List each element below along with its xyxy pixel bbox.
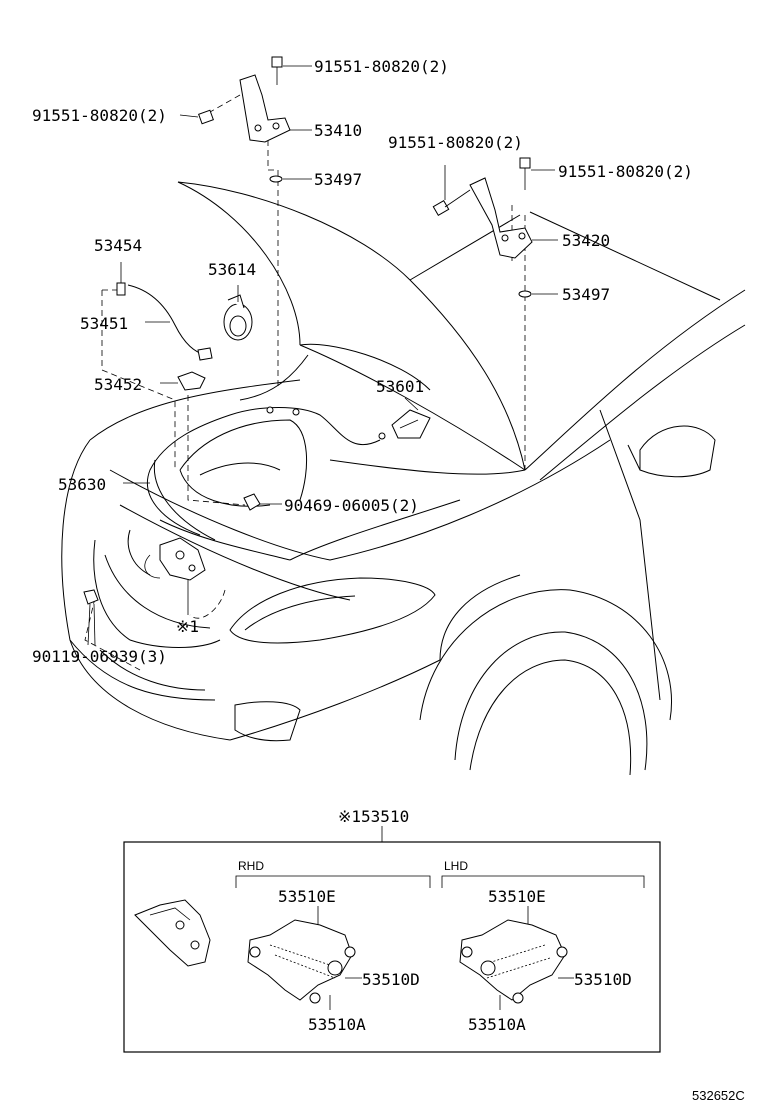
hinge-right-icon [469,177,558,259]
release-cable-icon [123,406,381,541]
label-bolt-bottom: 90119-06939(3) [32,647,167,666]
inset-lock-icon [134,899,211,967]
label-hinge-left: 53410 [314,121,362,140]
inset-lhd-a: 53510A [468,1015,526,1034]
inset-lhd-e: 53510E [488,887,546,906]
cushion-53614-icon [223,285,253,341]
support-rod-icon [127,284,213,361]
hood-lock-icon [144,537,206,615]
reference-code: 532652C [692,1088,745,1103]
label-53454: 53454 [94,236,142,255]
bolt-bottom-icon [83,589,99,646]
lhd-plate-icon [459,919,568,1004]
inset-rhd-d: 53510D [362,970,420,989]
label-washer-right: 53497 [562,285,610,304]
inset-lhd-d: 53510D [574,970,632,989]
bolt-left-icon [179,109,214,125]
inset-rhd-e: 53510E [278,887,336,906]
label-note-mark: ※1 [176,617,199,636]
label-washer-left: 53497 [314,170,362,189]
label-53630: 53630 [58,475,106,494]
label-bolt-left: 91551-80820(2) [32,106,167,125]
release-handle-icon [378,397,431,440]
hinge-left-icon [239,74,312,143]
label-clip: 90469-06005(2) [284,496,419,515]
dashed-leaders [84,94,526,671]
inset-53510: ※153510 RHD 53510E 53510D 53510A LH [123,807,661,1053]
inset-title: ※153510 [338,807,409,826]
washer-right-icon [518,290,558,298]
bolt-right-b-icon [519,157,555,190]
label-53451: 53451 [80,314,128,333]
bolt-right-a-icon [432,165,471,217]
label-53614: 53614 [208,260,256,279]
label-bolt-top: 91551-80820(2) [314,57,449,76]
inset-frame [123,841,661,1053]
rhd-plate-icon [247,919,356,1004]
label-53601: 53601 [376,377,424,396]
label-bolt-right-a: 91551-80820(2) [388,133,523,152]
holder-53452-icon [160,371,206,391]
bolt-top-icon [271,56,312,85]
label-53452: 53452 [94,375,142,394]
car-body-drawing [61,181,746,776]
clip-53454-icon [116,262,126,296]
inset-rhd-a: 53510A [308,1015,366,1034]
washer-left-icon [269,175,312,183]
inset-rhd-label: RHD [238,859,264,873]
cable-clip-icon [243,493,282,511]
label-bolt-right-b: 91551-80820(2) [558,162,693,181]
label-hinge-right: 53420 [562,231,610,250]
inset-lhd-label: LHD [444,859,468,873]
